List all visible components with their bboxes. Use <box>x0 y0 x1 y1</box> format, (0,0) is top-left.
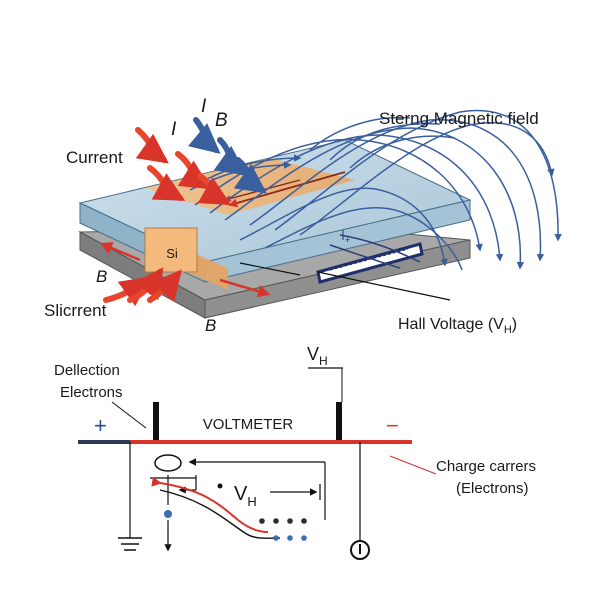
charge-carriers-line2: (Electrons) <box>456 480 529 497</box>
vh-mid-text: V <box>234 483 248 505</box>
electron-source-ellipse <box>154 454 182 472</box>
hall-voltage-close: ) <box>512 316 517 333</box>
incoming-field-arrows <box>187 117 267 194</box>
circuit-schematic: VH Dellection Electrons VOLTMETER + − Ch… <box>54 344 536 560</box>
silicon-label: Si <box>166 246 178 261</box>
vh-mid-sub: H <box>247 494 256 509</box>
hall-voltage-sub: H <box>504 324 512 336</box>
silicon-block <box>144 227 198 273</box>
vh-mid-label: VH <box>234 483 257 509</box>
vh-top-sub: H <box>319 354 328 368</box>
voltmeter-label: VOLTMETER <box>203 416 294 433</box>
charge-carriers-line1: Charge carrers <box>436 458 536 475</box>
vh-top-label: VH <box>307 344 328 368</box>
slicrrent-label: Slicrrent <box>44 301 107 320</box>
deflection-label-line1: Dellection <box>54 362 120 379</box>
probe-mark: + <box>345 235 350 245</box>
svg-text:Hall Voltage (VH): Hall Voltage (VH) <box>398 316 517 336</box>
magnetic-field-label: Sterng Magnetic field <box>379 109 539 128</box>
incoming-current-arrows <box>103 127 232 307</box>
current-symbol-2: I <box>201 96 207 117</box>
field-symbol-top: B <box>215 110 228 131</box>
field-symbol-left: B <box>96 267 107 286</box>
meter-circle-icon <box>350 540 370 560</box>
edge-current-arrows <box>99 242 271 298</box>
current-symbol-1: I <box>171 119 177 140</box>
hall-plate-assembly: Si + <box>78 139 472 319</box>
charge-carriers-leader <box>389 455 437 475</box>
electron-dots-blue <box>273 535 307 541</box>
lead-line-1 <box>239 262 301 276</box>
hall-voltage-label: Hall Voltage (VH) <box>398 316 517 336</box>
hall-voltage-text: Hall Voltage (V <box>398 316 504 333</box>
deflected-electron-dot <box>164 510 172 518</box>
deflection-path-black <box>159 489 281 539</box>
electron-dots-dark <box>259 518 307 524</box>
hall-voltage-leader <box>317 271 451 301</box>
deflection-label-line2: Electrons <box>60 384 123 401</box>
vh-mid-dot <box>217 483 223 489</box>
deflection-path-red <box>151 476 269 533</box>
minus-sign: − <box>386 413 399 438</box>
current-label: Current <box>66 148 123 167</box>
plus-sign: + <box>94 413 107 438</box>
vh-top-text: V <box>307 344 319 364</box>
left-terminal <box>153 402 159 442</box>
field-symbol-bottom: B <box>205 316 216 335</box>
deflection-leader <box>111 401 147 429</box>
right-terminal <box>336 402 342 442</box>
ground-symbol-icon <box>118 525 142 551</box>
